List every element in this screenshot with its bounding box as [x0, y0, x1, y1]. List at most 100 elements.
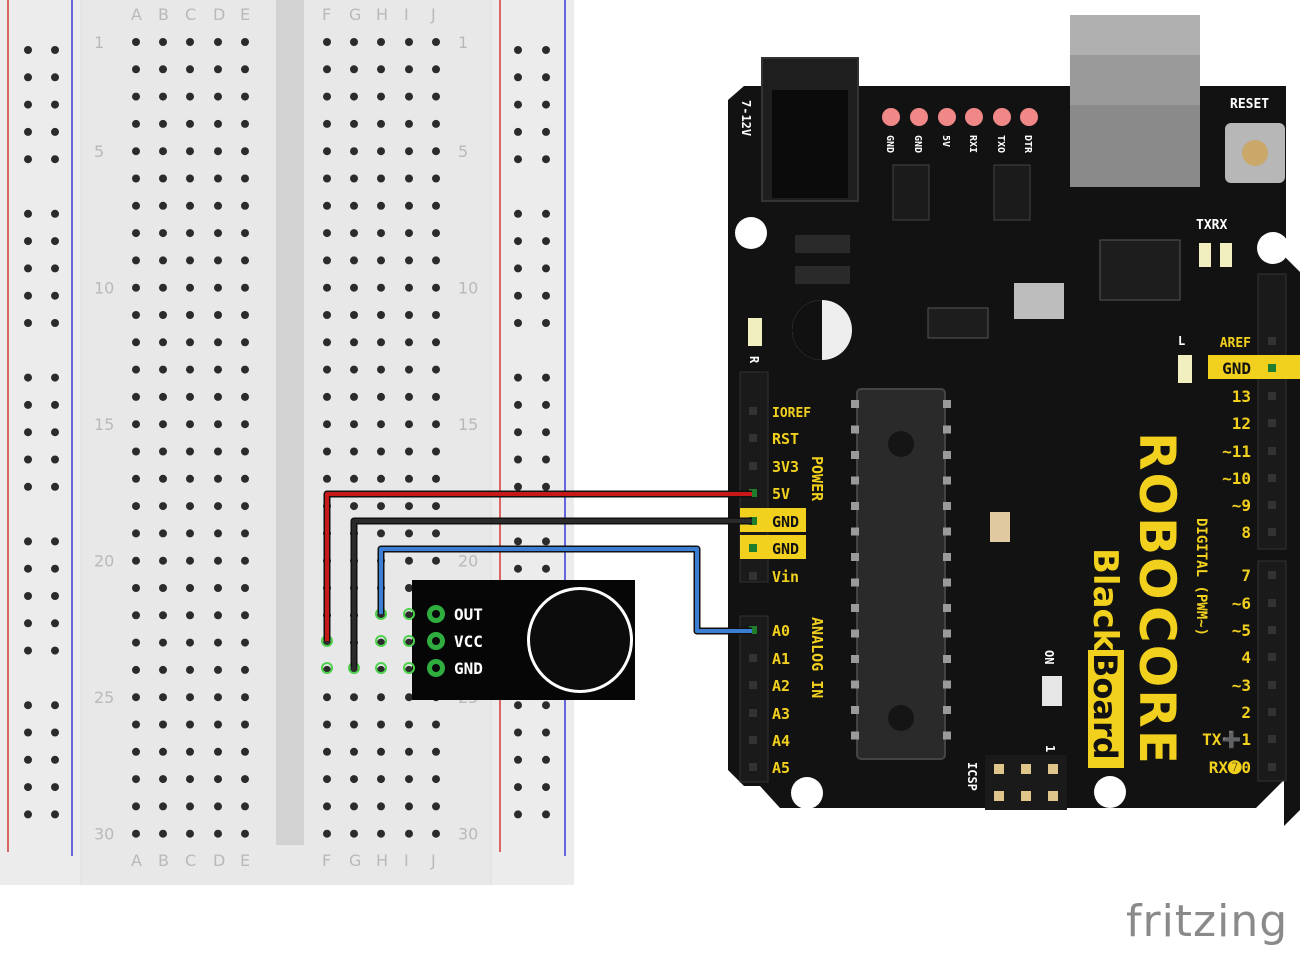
breadboard-hole — [405, 38, 413, 46]
rail-hole — [51, 209, 59, 218]
breadboard-hole — [241, 229, 249, 238]
breadboard-hole — [132, 174, 140, 183]
breadboard-hole — [405, 529, 413, 538]
breadboard-hole — [241, 556, 249, 565]
breadboard-hole — [159, 392, 167, 401]
rail-hole — [51, 373, 59, 382]
breadboard-hole — [323, 392, 331, 401]
rail-hole — [542, 73, 550, 82]
mcu-dot — [888, 705, 914, 731]
breadboard-hole — [405, 447, 413, 456]
rail-hole — [24, 592, 32, 600]
rail-hole — [514, 73, 522, 82]
column-letter: I — [404, 5, 409, 24]
breadboard-hole — [350, 447, 358, 456]
row-number: 10 — [458, 279, 478, 298]
digital-pin-label: ~5 — [1232, 621, 1251, 640]
rail-hole — [51, 73, 59, 82]
header-pin — [1020, 108, 1038, 126]
digital-pin-label: GND — [1222, 359, 1251, 378]
column-letter: J — [430, 5, 436, 24]
rail-hole — [514, 810, 522, 819]
mcu-dot — [888, 431, 914, 457]
breadboard-hole — [432, 365, 440, 374]
breadboard-hole — [323, 338, 331, 347]
column-letter: B — [158, 851, 169, 870]
breadboard-hole — [377, 502, 385, 511]
breadboard-hole — [214, 584, 222, 592]
breadboard-hole — [350, 829, 358, 838]
breadboard-hole — [214, 229, 222, 238]
reset-label: RESET — [1230, 97, 1269, 112]
rail-hole — [542, 728, 550, 737]
breadboard-hole — [132, 747, 140, 756]
breadboard-hole — [405, 556, 413, 565]
rail-hole — [24, 237, 32, 246]
breadboard-hole — [214, 829, 222, 838]
breadboard-hole — [405, 92, 413, 101]
power-pin-label: GND — [772, 513, 799, 531]
breadboard-hole — [186, 529, 194, 538]
usb-body — [1070, 105, 1200, 187]
wire-5v — [325, 492, 752, 641]
breadboard-hole — [186, 502, 194, 511]
breadboard-hole — [405, 174, 413, 183]
rail-hole — [51, 619, 59, 628]
mounting-hole — [791, 777, 823, 809]
breadboard-hole — [214, 474, 222, 483]
breadboard-hole — [432, 447, 440, 456]
header-socket — [1268, 763, 1276, 771]
breadboard-hole — [132, 283, 140, 292]
mcu-leg — [851, 706, 859, 714]
breadboard-hole — [159, 311, 167, 319]
header-socket — [749, 681, 757, 689]
column-letter: D — [213, 5, 225, 24]
breadboard-hole — [159, 529, 167, 538]
breadboard-hole — [132, 256, 140, 265]
rail-hole — [542, 291, 550, 300]
breadboard-hole — [132, 147, 140, 156]
breadboard-hole — [159, 665, 167, 674]
breadboard-hole — [350, 693, 358, 702]
rail-hole — [514, 455, 522, 464]
breadboard-hole — [241, 665, 249, 674]
breadboard-hole — [214, 338, 222, 347]
breadboard-hole — [214, 365, 222, 374]
header-socket — [749, 517, 757, 525]
breadboard-hole — [377, 38, 385, 46]
rail-hole — [24, 127, 32, 136]
breadboard-hole — [432, 747, 440, 756]
breadboard-hole — [377, 420, 385, 429]
breadboard-hole — [214, 420, 222, 429]
header-pin-label: TXO — [995, 135, 1006, 153]
header-socket — [749, 489, 757, 497]
breadboard-hole — [323, 65, 331, 74]
breadboard-hole — [159, 256, 167, 265]
digital-pin-label: ~3 — [1232, 676, 1251, 695]
breadboard-hole — [132, 829, 140, 838]
breadboard-hole — [214, 283, 222, 292]
breadboard-hole — [186, 420, 194, 429]
header-socket — [749, 544, 757, 552]
header-socket — [749, 626, 757, 634]
breadboard-hole — [186, 147, 194, 156]
mcu-leg — [851, 655, 859, 663]
breadboard-hole — [159, 201, 167, 210]
header-socket — [1268, 626, 1276, 634]
breadboard-hole — [323, 474, 331, 483]
rail-hole — [542, 319, 550, 327]
breadboard-hole — [132, 420, 140, 429]
header-socket — [1268, 571, 1276, 579]
breadboard-hole — [432, 201, 440, 210]
breadboard-hole — [405, 775, 413, 784]
digital-pin-label: 7 — [1241, 566, 1251, 585]
rail-hole — [24, 646, 32, 655]
icsp-header — [985, 755, 1067, 810]
column-letter: C — [185, 851, 196, 870]
mcu-leg — [943, 502, 951, 510]
small-part — [990, 512, 1010, 542]
breadboard-hole — [405, 283, 413, 292]
breadboard-hole — [405, 65, 413, 74]
breadboard-hole — [350, 256, 358, 265]
